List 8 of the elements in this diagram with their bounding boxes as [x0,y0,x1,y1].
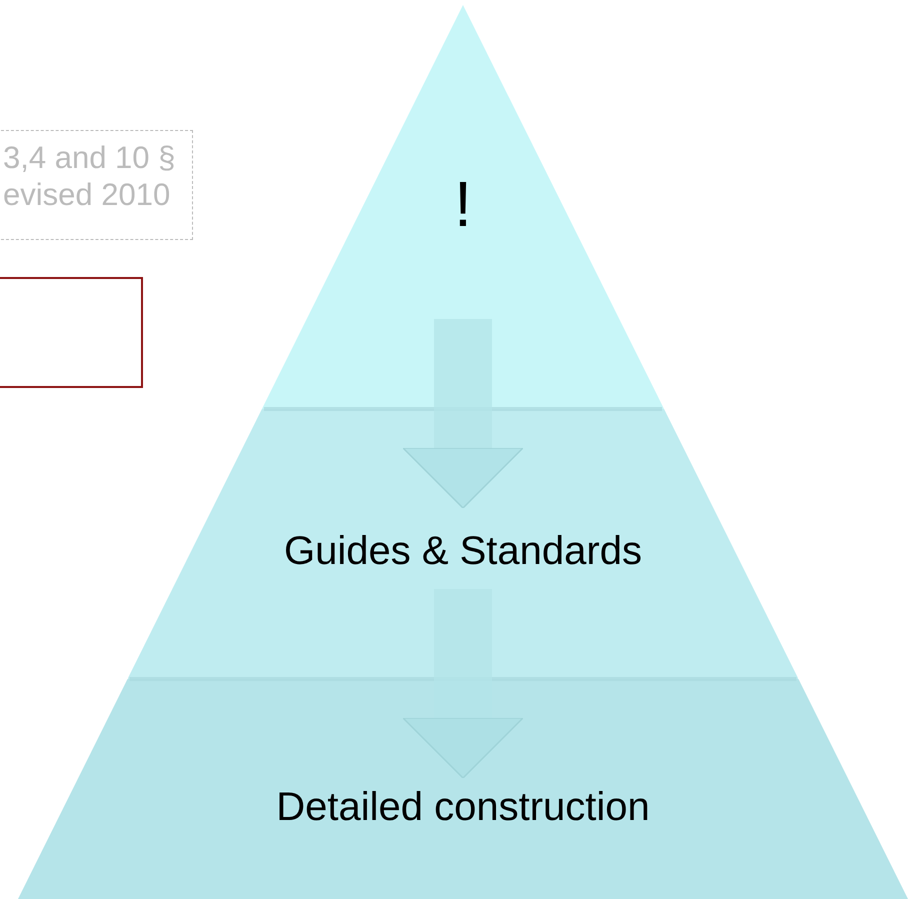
tier-label: Guides & Standards [284,529,642,573]
block-arrow [402,589,524,779]
note-text: 3,4 and 10 § evised 2010 [3,139,176,214]
text-box [0,130,193,240]
empty-box [0,277,143,388]
block-arrow [402,319,524,509]
tier-label: ! [454,168,472,239]
tier-label: Detailed construction [276,785,650,829]
